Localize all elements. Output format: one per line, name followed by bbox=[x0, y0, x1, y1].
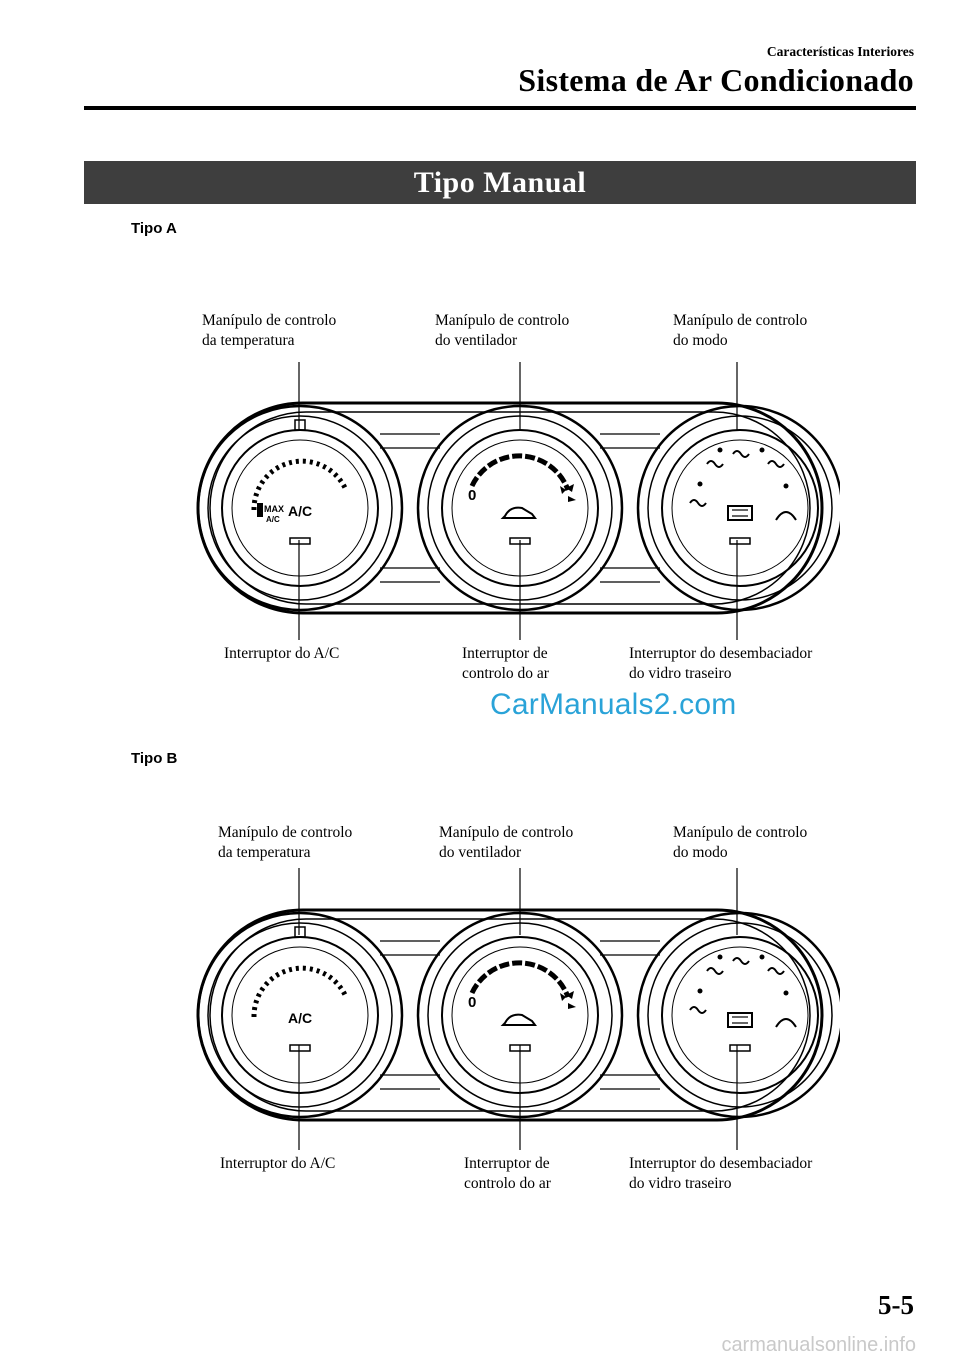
page-number: 5-5 bbox=[878, 1290, 914, 1320]
climate-panel-diagram-a: MAX A/C A/C 0 bbox=[196, 401, 840, 615]
section-supertitle: Características Interiores bbox=[766, 44, 914, 59]
page-title: Sistema de Ar Condicionado bbox=[518, 62, 914, 98]
header-rule bbox=[84, 106, 916, 110]
max-ac-sublabel: A/C bbox=[266, 515, 280, 524]
site-footer: carmanualsonline.info bbox=[721, 1334, 916, 1356]
max-ac-label: MAX bbox=[264, 504, 284, 514]
fan-zero-label-a: 0 bbox=[468, 487, 476, 504]
section-banner: Tipo Manual bbox=[84, 161, 916, 204]
callout-ac-switch-b: Interruptor do A/C bbox=[220, 1155, 336, 1172]
callout-ac-switch-a: Interruptor do A/C bbox=[224, 645, 340, 662]
type-b-label: Tipo B bbox=[131, 750, 178, 767]
fan-zero-label-b: 0 bbox=[468, 994, 476, 1011]
ac-label-b: A/C bbox=[288, 1010, 312, 1026]
ac-label-a: A/C bbox=[288, 503, 312, 519]
climate-panel-diagram-b: A/C 0 bbox=[196, 908, 840, 1122]
type-a-label: Tipo A bbox=[131, 220, 177, 237]
watermark: CarManuals2.com bbox=[490, 688, 737, 721]
